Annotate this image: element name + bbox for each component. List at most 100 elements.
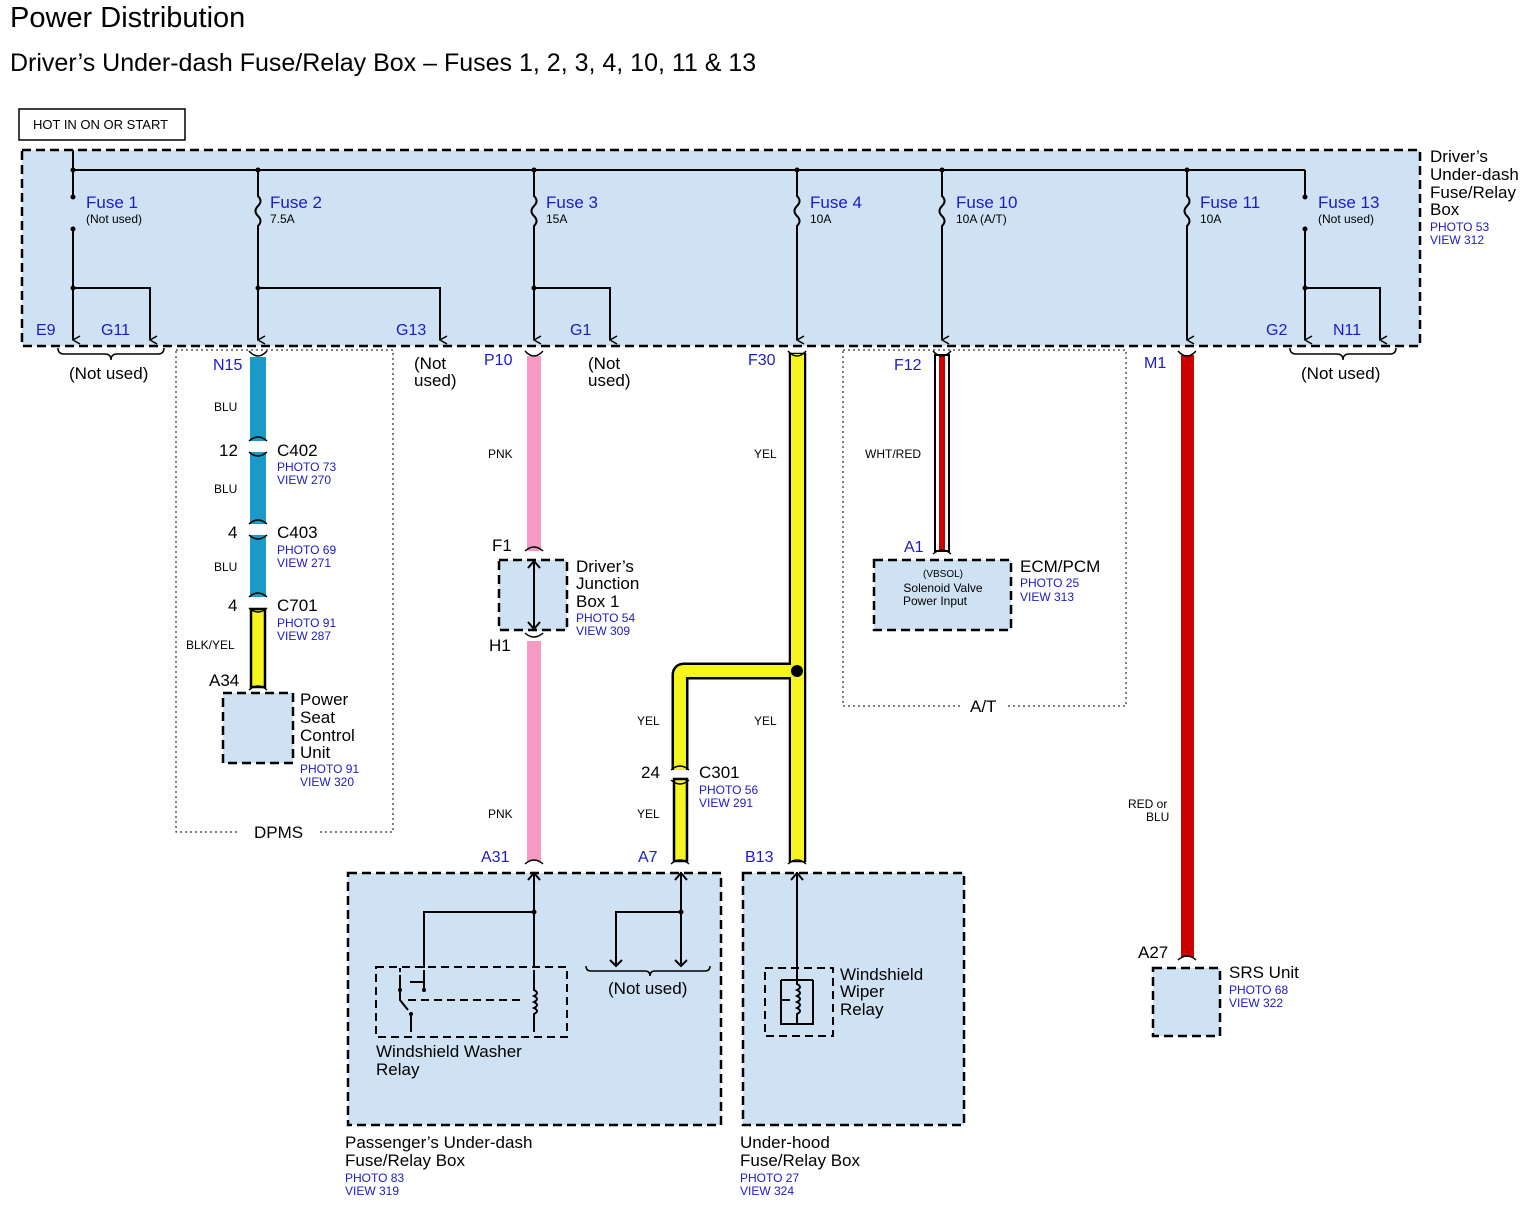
main-box-name-3: Fuse/Relay bbox=[1430, 183, 1516, 202]
brace-not-used-passenger bbox=[585, 965, 711, 977]
drivers-fuse-relay-box bbox=[20, 148, 1422, 348]
fuse-1 bbox=[70, 170, 151, 340]
c701-name: C701 bbox=[277, 596, 318, 615]
ecm-pcm-box bbox=[872, 558, 1013, 632]
c301-view: VIEW 291 bbox=[699, 796, 753, 810]
g13-not-used-1: (Not bbox=[414, 354, 446, 373]
dpms-wire-2-color: BLU bbox=[214, 482, 237, 496]
hot-label: HOT IN ON OR START bbox=[33, 117, 168, 132]
c301-name: C301 bbox=[699, 763, 740, 782]
fuse-2-rating: 7.5A bbox=[270, 212, 295, 226]
srs-unit-view: VIEW 322 bbox=[1229, 996, 1283, 1010]
c301-photo: PHOTO 56 bbox=[699, 783, 758, 797]
dpms-pin-a34: A34 bbox=[209, 671, 239, 690]
fuse-4-label: Fuse 4 bbox=[810, 193, 862, 212]
c403-view: VIEW 271 bbox=[277, 556, 331, 570]
main-box-photo: PHOTO 53 bbox=[1430, 220, 1489, 234]
washer-relay-name-1: Windshield Washer bbox=[376, 1042, 522, 1061]
fuse-1-label: Fuse 1 bbox=[86, 193, 138, 212]
dpms-wire bbox=[248, 350, 268, 691]
fuse-13 bbox=[1302, 170, 1381, 340]
jb-name-1: Driver’s bbox=[576, 557, 634, 576]
fuse-2-label: Fuse 2 bbox=[270, 193, 322, 212]
passenger-box-name-1: Passenger’s Under-dash bbox=[345, 1133, 532, 1152]
terminal-n11: N11 bbox=[1333, 322, 1361, 339]
washer-relay-circuit bbox=[375, 871, 711, 1038]
underhood-box-name-2: Fuse/Relay Box bbox=[740, 1151, 860, 1170]
terminal-g1: G1 bbox=[570, 322, 591, 339]
dpms-pin-n15: N15 bbox=[213, 357, 242, 374]
fuse3-wire bbox=[524, 350, 544, 865]
underhood-box-photo: PHOTO 27 bbox=[740, 1171, 799, 1185]
c402-name: C402 bbox=[277, 441, 318, 460]
terminal-g2: G2 bbox=[1266, 322, 1287, 339]
fuse-4 bbox=[793, 170, 800, 340]
jb-pin-h1: H1 bbox=[489, 636, 511, 655]
fuse4-wire-top-color: YEL bbox=[754, 447, 777, 461]
pin-a7: A7 bbox=[638, 849, 658, 866]
wiper-relay-name-1: Windshield bbox=[840, 965, 923, 984]
dpms-area bbox=[175, 349, 394, 833]
c301-pin: 24 bbox=[641, 763, 660, 782]
passenger-box-name-2: Fuse/Relay Box bbox=[345, 1151, 465, 1170]
fuse11-wire bbox=[1177, 350, 1197, 961]
fuse-11 bbox=[1183, 170, 1190, 340]
fuse-3 bbox=[530, 170, 611, 340]
page-subtitle: Driver’s Under-dash Fuse/Relay Box – Fus… bbox=[10, 49, 757, 77]
c402-view: VIEW 270 bbox=[277, 473, 331, 487]
not-used-left: (Not used) bbox=[69, 364, 148, 383]
underhood-fuse-relay-box bbox=[741, 871, 966, 1127]
washer-relay-name-2: Relay bbox=[376, 1060, 420, 1079]
at-label: A/T bbox=[970, 697, 996, 716]
srs-unit-name: SRS Unit bbox=[1229, 963, 1299, 982]
jb-name-3: Box 1 bbox=[576, 592, 619, 611]
fuse3-wire-1-color: PNK bbox=[488, 447, 513, 461]
fuse-11-label: Fuse 11 bbox=[1200, 193, 1260, 212]
fuse-4-rating: 10A bbox=[810, 212, 831, 226]
fuse-13-rating: (Not used) bbox=[1318, 212, 1374, 226]
ecm-inner-2: Solenoid Valve bbox=[903, 581, 982, 595]
brace-not-used-right bbox=[1289, 347, 1397, 361]
fuse-13-label: Fuse 13 bbox=[1318, 193, 1379, 212]
g1-not-used-1: (Not bbox=[588, 354, 620, 373]
jb-pin-f1: F1 bbox=[492, 536, 512, 555]
fuse-1-rating: (Not used) bbox=[86, 212, 142, 226]
main-box-view: VIEW 312 bbox=[1430, 233, 1484, 247]
power-seat-control-unit bbox=[221, 691, 295, 765]
fuse-11-rating: 10A bbox=[1200, 212, 1221, 226]
g13-not-used-2: used) bbox=[414, 371, 457, 390]
pin-a31: A31 bbox=[481, 849, 510, 866]
c701-pin: 4 bbox=[228, 596, 237, 615]
terminal-e9: E9 bbox=[36, 322, 56, 339]
fuse-10-label: Fuse 10 bbox=[956, 193, 1017, 212]
at-area bbox=[842, 349, 1127, 707]
fuse4-wire bbox=[670, 350, 807, 865]
dpms-unit-name-2: Seat bbox=[300, 708, 335, 727]
fuse11-pin-a27: A27 bbox=[1138, 943, 1168, 962]
fuse3-wire-2-color: PNK bbox=[488, 807, 513, 821]
jb-view: VIEW 309 bbox=[576, 624, 630, 638]
fuse10-pin-a1: A1 bbox=[904, 539, 924, 556]
wiper-relay-name-3: Relay bbox=[840, 1000, 884, 1019]
dpms-unit-photo: PHOTO 91 bbox=[300, 762, 359, 776]
c701-view: VIEW 287 bbox=[277, 629, 331, 643]
c402-photo: PHOTO 73 bbox=[277, 460, 336, 474]
c701-photo: PHOTO 91 bbox=[277, 616, 336, 630]
c403-name: C403 bbox=[277, 523, 318, 542]
fuse-10-rating: 10A (A/T) bbox=[956, 212, 1007, 226]
dpms-unit-name-1: Power bbox=[300, 690, 349, 709]
fuse-10 bbox=[938, 170, 945, 340]
hot-label-box bbox=[18, 108, 186, 141]
ecm-view: VIEW 313 bbox=[1020, 590, 1074, 604]
terminal-g13: G13 bbox=[396, 322, 426, 339]
wiper-relay-circuit bbox=[764, 871, 834, 1037]
page-title: Power Distribution bbox=[10, 2, 246, 34]
fuse-2 bbox=[254, 170, 441, 340]
underhood-box-view: VIEW 324 bbox=[740, 1184, 794, 1198]
underhood-box-name-1: Under-hood bbox=[740, 1133, 830, 1152]
wiper-relay-name-2: Wiper bbox=[840, 982, 885, 1001]
dpms-unit-name-4: Unit bbox=[300, 743, 331, 762]
dpms-wire-1-color: BLU bbox=[214, 400, 237, 414]
jb-photo: PHOTO 54 bbox=[576, 611, 635, 625]
main-box-name-4: Box bbox=[1430, 200, 1460, 219]
